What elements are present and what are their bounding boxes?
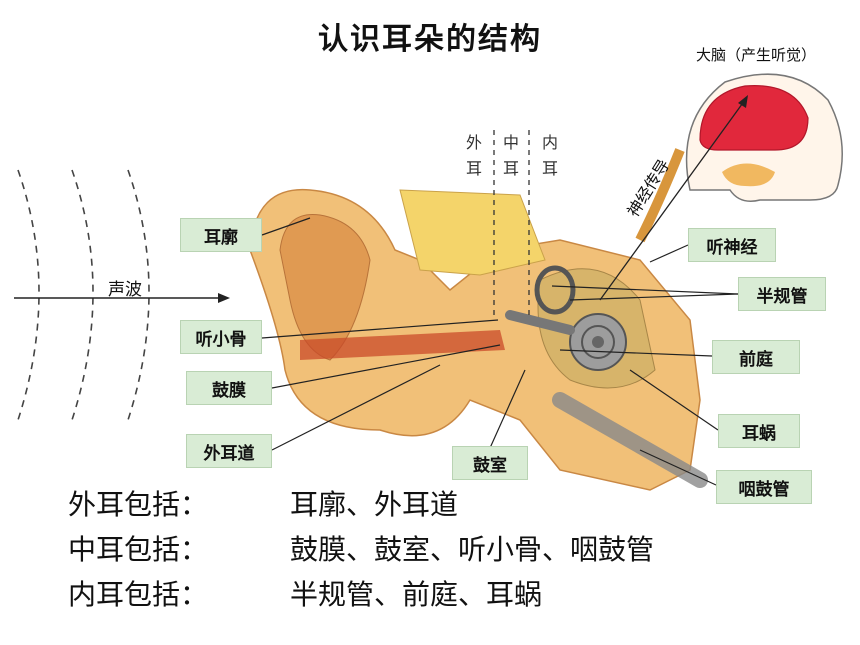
sound-waves: [17, 169, 150, 421]
section-middle-ear: 中 耳: [502, 133, 519, 178]
summary-row-middle: 中耳包括： 鼓膜、鼓室、听小骨、咽鼓管: [68, 533, 655, 566]
nerve-arrow: [599, 99, 746, 301]
brain-label: 大脑（产生听觉）: [696, 46, 817, 64]
label-eustachian-tube: 咽鼓管: [716, 470, 812, 504]
sound-wave-label: 声波: [108, 280, 142, 300]
label-pinna: 耳廓: [180, 218, 262, 252]
section-inner-ear: 内 耳: [541, 133, 558, 178]
section-outer-ear: 外 耳: [465, 133, 482, 178]
label-ear-canal: 外耳道: [186, 434, 272, 468]
label-ossicles: 听小骨: [180, 320, 262, 354]
label-tympanic-cavity: 鼓室: [452, 446, 528, 480]
label-eardrum: 鼓膜: [186, 371, 272, 405]
summary-list: 外耳包括： 耳廓、外耳道 中耳包括： 鼓膜、鼓室、听小骨、咽鼓管 内耳包括： 半…: [68, 482, 654, 617]
label-auditory-nerve: 听神经: [688, 228, 776, 262]
section-dividers: [493, 130, 530, 320]
summary-row-outer: 外耳包括： 耳廓、外耳道: [68, 488, 459, 521]
ear-anatomy: [249, 148, 708, 491]
summary-row-inner: 内耳包括： 半规管、前庭、耳蜗: [68, 578, 543, 611]
label-cochlea: 耳蜗: [718, 414, 800, 448]
page-title: 认识耳朵的结构: [318, 22, 542, 57]
label-semicircular-canals: 半规管: [738, 277, 826, 311]
head-illustration: [685, 73, 843, 202]
leader-lines: [261, 217, 739, 486]
label-vestibule: 前庭: [712, 340, 800, 374]
